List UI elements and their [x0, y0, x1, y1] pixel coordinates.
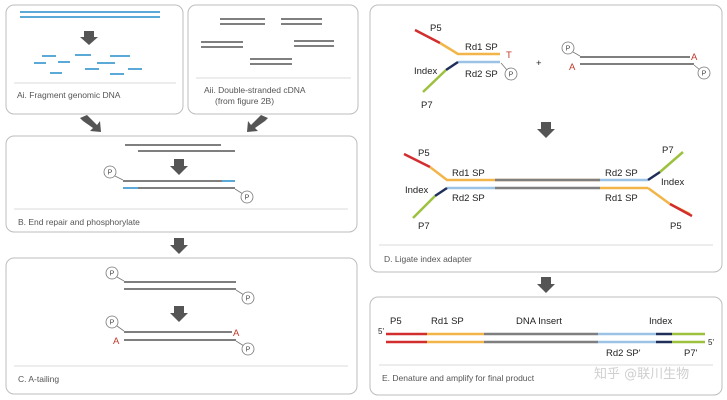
- panel-c: P P P A A P C. A-tailing: [5, 257, 358, 395]
- five-prime-label: 5': [378, 327, 384, 336]
- p7-segment: [422, 69, 447, 93]
- phosphate-icon: [240, 190, 254, 204]
- panel-e-caption: E. Denature and amplify for final produc…: [382, 373, 535, 383]
- phosphate-link: [114, 175, 124, 181]
- phosphate-label: P: [110, 320, 115, 327]
- p5-segment: [669, 202, 693, 218]
- rd2-sp-prime-label: Rd2 SP': [606, 348, 641, 359]
- down-arrow-icon: [537, 122, 555, 138]
- plus-sign: +: [536, 58, 542, 69]
- cdna-fragments: [201, 18, 334, 65]
- p7-segment: [412, 195, 436, 219]
- phosphate-link: [572, 51, 581, 57]
- phosphate-icon: [105, 266, 119, 280]
- rd2-sp-label: Rd2 SP: [452, 193, 485, 204]
- panel-aii: Aii. Double-stranded cDNA (from figure 2…: [187, 4, 359, 115]
- panel-d-caption: D. Ligate index adapter: [384, 254, 472, 264]
- p5-label: P5: [430, 23, 442, 34]
- p7-prime-label: P7': [684, 348, 698, 359]
- down-arrow-icon: [170, 159, 188, 175]
- panel-ai-caption: Ai. Fragment genomic DNA: [17, 90, 121, 100]
- watermark: 知乎 @联川生物: [594, 366, 689, 382]
- rd1-sp-label: Rd1 SP: [465, 42, 498, 53]
- phosphate-link: [500, 62, 508, 71]
- p5-segment: [414, 28, 441, 45]
- p5-label: P5: [390, 316, 402, 327]
- rd1-sp-label: Rd1 SP: [431, 316, 464, 327]
- index-segment: [434, 186, 448, 198]
- panel-e: P5 Rd1 SP DNA Insert Index 5' 5' Rd2 SP'…: [369, 296, 723, 396]
- phosphate-icon: [241, 291, 255, 305]
- phosphate-link: [235, 340, 245, 347]
- phosphate-label: P: [509, 72, 514, 79]
- dna-fragments: [34, 54, 142, 75]
- phosphate-icon: [697, 66, 711, 80]
- panel-e-box: [369, 296, 723, 396]
- phosphate-label: P: [108, 170, 113, 177]
- panel-aii-caption-line2: (from figure 2B): [215, 96, 274, 106]
- phosphate-link: [116, 325, 125, 332]
- rd1-sp-label: Rd1 SP: [452, 168, 485, 179]
- a-tail-label: A: [233, 328, 240, 339]
- a-tail-label: A: [691, 52, 698, 63]
- phosphate-link: [234, 188, 244, 195]
- phosphate-label: P: [702, 71, 707, 78]
- panel-aii-caption-line1: Aii. Double-stranded cDNA: [204, 85, 306, 95]
- panel-c-caption: C. A-tailing: [18, 374, 59, 384]
- panel-ai-box: [5, 4, 184, 115]
- index-label: Index: [405, 185, 428, 196]
- diagonal-arrow-icon: [80, 115, 101, 132]
- p5-label: P5: [670, 221, 682, 232]
- phosphate-icon: [504, 67, 518, 81]
- index-label: Index: [649, 316, 672, 327]
- five-prime-label: 5': [708, 338, 714, 347]
- p7-label: P7: [421, 100, 433, 111]
- panel-d-box: [369, 4, 723, 273]
- index-label: Index: [661, 177, 684, 188]
- phosphate-link: [235, 289, 245, 296]
- panel-d: P5 Rd1 SP T Rd2 SP Index P7 P + P A A P …: [369, 4, 723, 273]
- index-segment: [647, 170, 661, 182]
- dna-insert-label: DNA Insert: [516, 316, 562, 327]
- p7-label: P7: [418, 221, 430, 232]
- panel-ai: Ai. Fragment genomic DNA: [5, 4, 184, 115]
- phosphate-icon: [241, 342, 255, 356]
- diagonal-arrow-icon: [247, 115, 268, 132]
- rd1-sp-label: Rd1 SP: [605, 193, 638, 204]
- rd2-sp-label: Rd2 SP: [605, 168, 638, 179]
- rd2-sp-label: Rd2 SP: [465, 69, 498, 80]
- phosphate-label: P: [110, 271, 115, 278]
- p7-label: P7: [662, 145, 674, 156]
- down-arrow-icon: [80, 31, 98, 45]
- p7-segment: [659, 151, 684, 173]
- t-overhang-label: T: [506, 50, 512, 61]
- index-segment: [445, 60, 459, 72]
- panel-b: P P B. End repair and phosphorylate: [5, 135, 358, 233]
- a-tail-label: A: [113, 336, 120, 347]
- down-arrow-icon: [170, 306, 188, 322]
- panel-b-caption: B. End repair and phosphorylate: [18, 217, 140, 227]
- panel-b-box: [5, 135, 358, 233]
- index-label: Index: [414, 66, 437, 77]
- phosphate-label: P: [566, 46, 571, 53]
- down-arrow-icon: [170, 238, 188, 254]
- a-tail-label: A: [569, 62, 576, 73]
- phosphate-link: [116, 276, 125, 282]
- phosphate-label: P: [246, 296, 251, 303]
- phosphate-icon: [561, 41, 575, 55]
- phosphate-label: P: [245, 195, 250, 202]
- phosphate-icon: [105, 315, 119, 329]
- down-arrow-icon: [537, 277, 555, 293]
- p5-segment: [403, 152, 431, 169]
- phosphate-label: P: [246, 347, 251, 354]
- phosphate-icon: [103, 165, 117, 179]
- rd1-sp-segment: [439, 41, 500, 56]
- panel-c-box: [5, 257, 358, 395]
- p5-label: P5: [418, 148, 430, 159]
